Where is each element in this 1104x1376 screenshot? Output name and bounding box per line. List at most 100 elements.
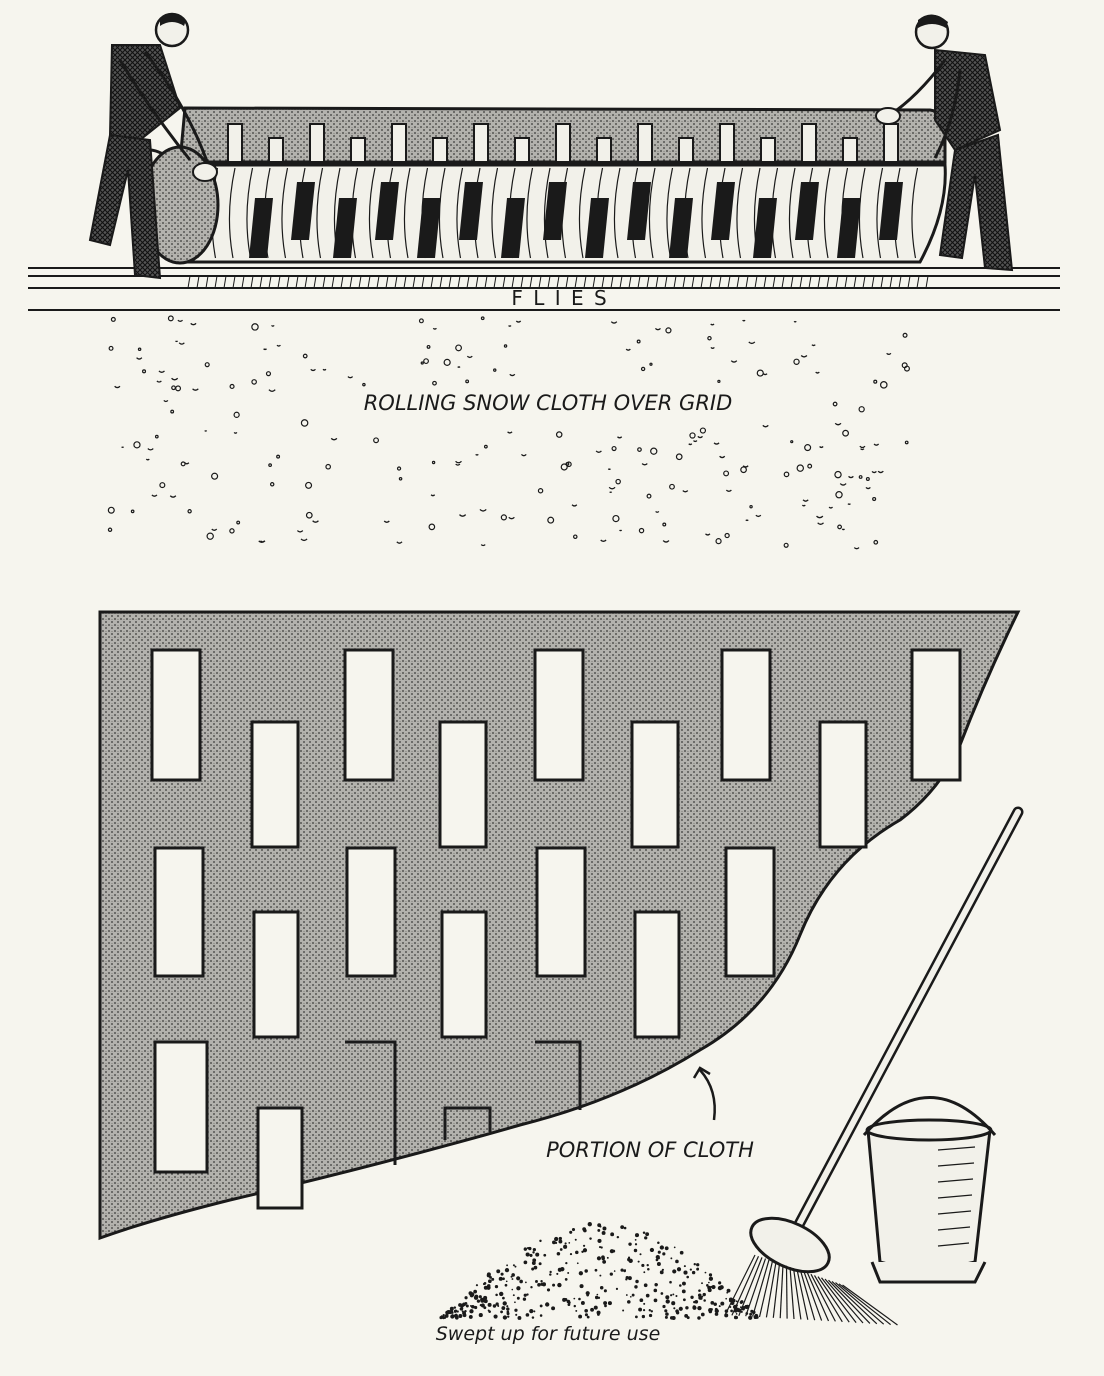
- snow-speck: [627, 1300, 631, 1304]
- back-slot: [760, 137, 776, 163]
- snow-flake: [312, 520, 319, 523]
- snow-flake: [121, 446, 125, 448]
- snow-speck: [675, 1259, 679, 1264]
- grid-bar: [187, 275, 191, 289]
- snow-speck: [567, 1271, 570, 1274]
- back-slot: [637, 123, 653, 163]
- snow-speck: [745, 1312, 749, 1315]
- snow-speck: [584, 1313, 588, 1317]
- front-slot: [585, 198, 609, 258]
- snow-speck: [623, 1226, 627, 1230]
- snow-speck: [575, 1309, 578, 1312]
- snow-speck: [498, 1276, 503, 1281]
- snow-speck: [708, 1281, 710, 1284]
- snow-flake: [640, 366, 646, 372]
- snow-speck: [558, 1239, 563, 1244]
- snow-flake: [834, 470, 842, 479]
- cloth-slot: [633, 910, 681, 1039]
- snow-speck: [697, 1293, 702, 1298]
- snow-flake: [873, 539, 879, 545]
- grid-bar: [403, 275, 407, 289]
- grid-bar: [376, 275, 380, 289]
- snow-flake: [271, 324, 275, 327]
- snow-speck: [450, 1307, 453, 1310]
- snow-speck: [460, 1306, 464, 1311]
- curl-line: [491, 167, 499, 259]
- snow-speck: [486, 1272, 491, 1277]
- snow-flake: [431, 460, 436, 465]
- back-slot: [842, 137, 858, 163]
- snow-flake: [749, 504, 753, 509]
- curl-line: [666, 167, 674, 259]
- snow-speck: [645, 1293, 650, 1298]
- snow-speck: [697, 1305, 702, 1311]
- snow-speck: [474, 1294, 479, 1299]
- snow-flake: [902, 332, 908, 338]
- snow-flake: [420, 361, 424, 365]
- snow-speck: [531, 1267, 535, 1271]
- snow-speck: [453, 1306, 457, 1309]
- snow-flake: [612, 514, 620, 523]
- snow-flake: [133, 441, 141, 449]
- snow-speck: [549, 1270, 552, 1274]
- grid-bar: [700, 275, 704, 289]
- grid-bar: [511, 275, 515, 289]
- snow-flake: [137, 347, 142, 352]
- snow-flake: [860, 448, 865, 451]
- grid-bar: [583, 275, 587, 289]
- snow-speck: [578, 1297, 581, 1301]
- snow-speck: [582, 1227, 587, 1231]
- snow-speck: [672, 1293, 675, 1296]
- snow-speck: [541, 1282, 547, 1287]
- snow-speck: [475, 1284, 479, 1287]
- snow-speck: [535, 1280, 538, 1283]
- snow-speck: [569, 1230, 573, 1234]
- snow-flake: [107, 506, 115, 514]
- snow-speck: [735, 1313, 738, 1315]
- snow-flake: [693, 440, 698, 443]
- snow-flake: [520, 453, 527, 457]
- snow-speck: [507, 1315, 510, 1318]
- snow-speck: [638, 1307, 643, 1312]
- cloth-slot: [343, 648, 395, 782]
- snow-flake: [268, 463, 272, 468]
- snow-speck: [569, 1253, 573, 1256]
- snow-speck: [676, 1267, 682, 1272]
- snow-speck: [634, 1315, 638, 1319]
- snow-speck: [451, 1314, 454, 1317]
- snow-speck: [702, 1292, 706, 1297]
- cloth-slot: [438, 720, 488, 849]
- snow-speck: [480, 1303, 485, 1308]
- snow-speck: [639, 1253, 642, 1256]
- snow-flake: [508, 516, 515, 520]
- bucket-shade: [937, 1210, 972, 1215]
- snow-flake: [475, 453, 479, 456]
- snow-speck: [556, 1272, 559, 1275]
- snow-speck: [739, 1300, 743, 1304]
- snow-flake: [662, 522, 667, 527]
- grid-bar: [448, 275, 452, 289]
- snow-flake: [465, 379, 470, 384]
- snow-speck: [604, 1304, 607, 1308]
- snow-speck: [504, 1283, 508, 1287]
- grid-bar: [529, 275, 533, 289]
- snow-speck: [462, 1311, 467, 1316]
- snow-speck: [525, 1281, 527, 1284]
- snow-speck: [657, 1255, 660, 1258]
- snow-flake: [865, 476, 870, 481]
- grid-bar: [799, 275, 803, 289]
- snow-speck: [581, 1250, 584, 1254]
- bristle: [817, 1276, 850, 1323]
- snow-speck: [488, 1310, 491, 1313]
- snow-flake: [110, 316, 116, 322]
- snow-speck: [648, 1309, 651, 1312]
- snow-speck: [673, 1307, 676, 1310]
- snow-flake: [877, 470, 884, 474]
- snow-speck: [551, 1306, 556, 1311]
- snow-speck: [598, 1246, 602, 1249]
- snow-flake: [459, 514, 467, 517]
- snow-speck: [671, 1301, 676, 1306]
- snow-speck: [613, 1270, 616, 1272]
- grid-bar: [358, 275, 362, 289]
- snow-speck: [662, 1304, 666, 1309]
